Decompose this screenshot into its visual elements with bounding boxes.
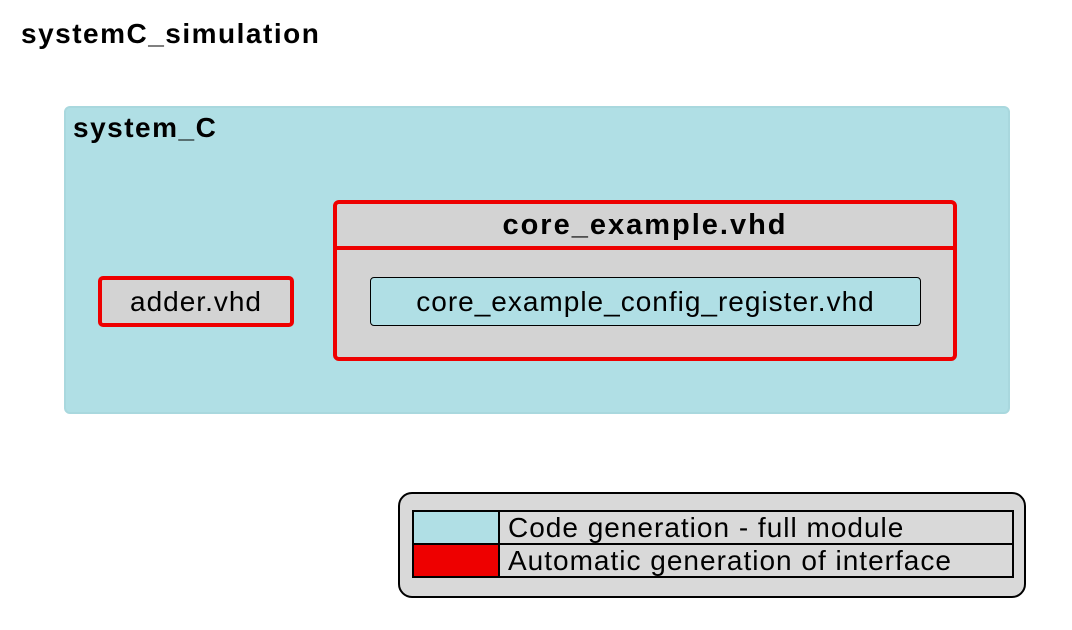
legend: Code generation - full module Automatic … (398, 492, 1026, 598)
node-adder-vhd[interactable]: adder.vhd (98, 276, 294, 327)
legend-row: Automatic generation of interface (412, 543, 1014, 578)
node-core-example-header: core_example.vhd (337, 204, 953, 250)
node-adder-label: adder.vhd (130, 285, 262, 317)
legend-swatch-full-module (412, 510, 500, 545)
node-core-example-config-register-label: core_example_config_register.vhd (416, 285, 875, 317)
legend-swatch-interface (412, 543, 500, 578)
legend-row: Code generation - full module (412, 510, 1014, 545)
page-title: systemC_simulation (21, 18, 321, 49)
node-core-example-vhd[interactable]: core_example.vhd core_example_config_reg… (333, 200, 957, 361)
legend-label-interface: Automatic generation of interface (498, 543, 1014, 578)
cluster-label: system_C (73, 112, 218, 143)
node-core-example-config-register[interactable]: core_example_config_register.vhd (370, 277, 921, 326)
legend-table: Code generation - full module Automatic … (412, 510, 1014, 578)
legend-label-full-module: Code generation - full module (498, 510, 1014, 545)
